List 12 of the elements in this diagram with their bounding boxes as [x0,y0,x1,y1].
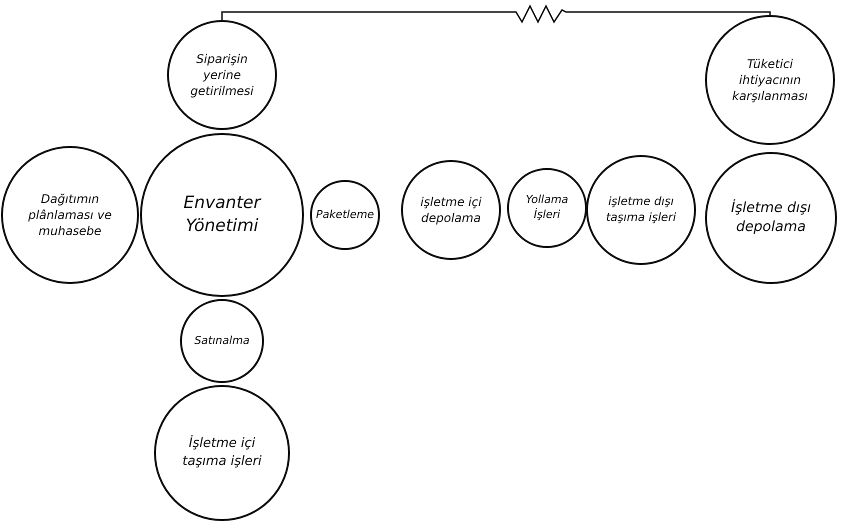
node-label: Paketleme [316,208,374,222]
node-label: Yollama İşleri [524,193,570,223]
connector-line [221,4,771,24]
node-label: Siparişin yerine getirilmesi [189,50,255,100]
node-label: Dağıtımın plânlaması ve muhasebe [27,190,113,240]
node-label: İşletme içi taşıma işleri [181,435,263,471]
node-label: İşletme dışı depolama [730,199,812,237]
node-label: Tüketici ihtiyacının karşılanması [731,56,809,104]
node-label: işletme içi depolama [419,194,483,226]
node-label: Envanter Yönetimi [182,192,262,238]
node-label: Satınalma [194,334,250,348]
node-label: işletme dışı taşıma işleri [604,194,678,226]
